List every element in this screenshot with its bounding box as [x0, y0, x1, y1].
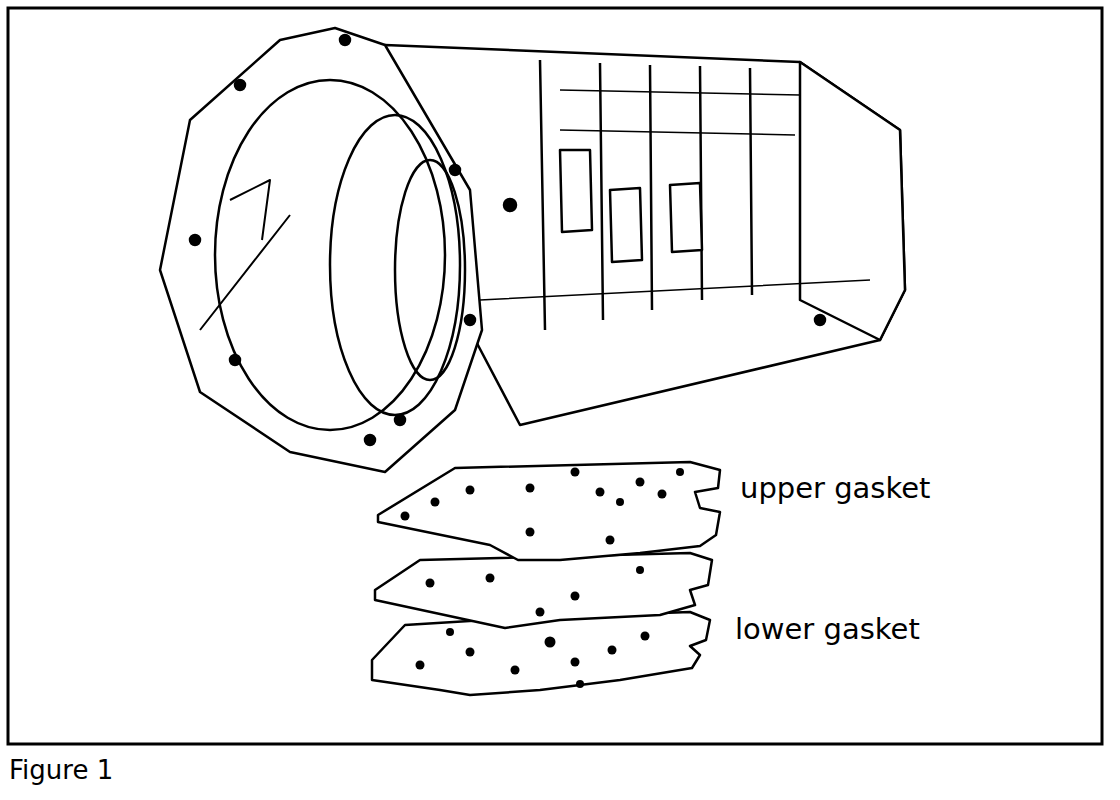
bolt-hole	[395, 415, 405, 425]
middle-gasket	[375, 553, 712, 628]
figure-frame	[8, 8, 1102, 744]
case-ports	[560, 150, 702, 262]
gasket-holes	[416, 628, 650, 688]
gaskets	[372, 462, 720, 695]
bolt-hole	[450, 165, 460, 175]
figure-caption: Figure 1	[9, 756, 113, 785]
gasket-holes	[401, 468, 685, 545]
case-details	[480, 90, 870, 300]
bellhousing-details	[200, 180, 290, 330]
case-end	[800, 62, 905, 340]
bolt-hole	[815, 315, 825, 325]
gasket-holes	[426, 566, 645, 617]
bellhousing-flange	[160, 28, 482, 472]
part-label: upper gasket	[740, 473, 930, 505]
bolt-hole	[365, 435, 375, 445]
bolt-hole	[340, 35, 350, 45]
bolt-hole	[190, 235, 200, 245]
bolt-hole	[235, 80, 245, 90]
upper-gasket	[378, 462, 720, 560]
bolt-hole	[230, 355, 240, 365]
part-label: lower gasket	[735, 614, 920, 646]
case-ribs	[540, 60, 752, 330]
bolt-hole	[465, 315, 475, 325]
bolt-hole	[504, 199, 516, 211]
lower-gasket	[372, 612, 710, 695]
transmission-case	[160, 28, 905, 472]
bellhousing-bore	[395, 160, 465, 380]
